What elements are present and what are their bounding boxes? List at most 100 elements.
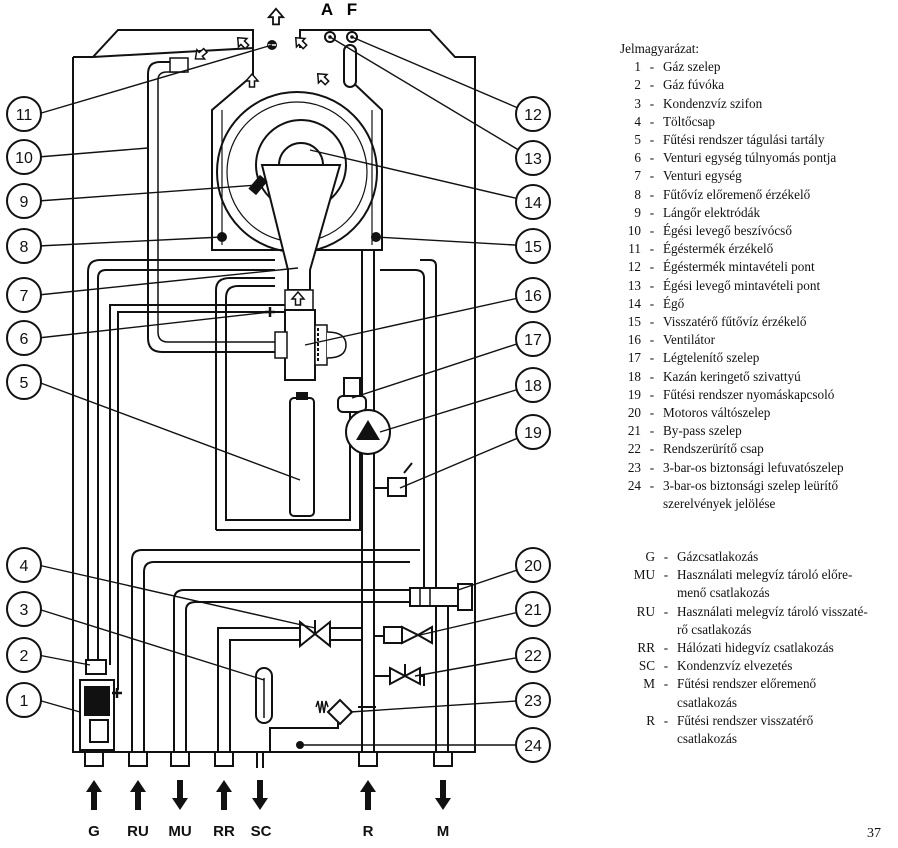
connection-text: Fűtési rendszer előremenő csatlakozás (677, 675, 898, 711)
legend-item-line: Lángőr elektródák (663, 204, 761, 220)
callout-15: 15 (524, 239, 542, 256)
legend-item-text: Légtelenítő szelep (663, 349, 898, 367)
fan (284, 309, 316, 381)
legend-item: 19-Fűtési rendszer nyomáskapcsoló (614, 386, 898, 404)
connection-code: MU (633, 567, 655, 583)
connection-line: Gázcsatlakozás (677, 549, 759, 564)
legend-item-text: Rendszerürítő csap (663, 440, 898, 458)
legend-item: 10-Égési levegő beszívócső (614, 222, 898, 240)
legend-item-text: Kondenzvíz szifon (663, 95, 898, 113)
legend-item-number: 5 (634, 132, 641, 148)
connection-code: M (643, 676, 655, 692)
legend-item: 4-Töltőcsap (614, 113, 898, 131)
connection-text: Használati melegvíz tároló előre-menő cs… (677, 566, 898, 602)
callout-12: 12 (524, 107, 542, 124)
legend-item-line: 3-bar-os biztonsági szelep leürítő (663, 477, 839, 493)
leader-lines (37, 36, 533, 746)
legend-item: 16-Ventilátor (614, 331, 898, 349)
callout-20: 20 (524, 558, 542, 575)
legend-item-number: 23 (627, 459, 641, 475)
callout-24: 24 (524, 738, 542, 755)
conn-label-rr: RR (213, 823, 235, 840)
connection-line: Fűtési rendszer előremenő (677, 676, 817, 692)
legend-dash: - (649, 204, 655, 220)
legend-item-line: Fűtési rendszer nyomáskapcsoló (663, 386, 835, 402)
connection-dash: - (663, 676, 669, 692)
connection-line2: csatlakozás (677, 694, 738, 710)
legend-item: 22-Rendszerürítő csap (614, 440, 898, 458)
legend-dash: - (649, 350, 655, 366)
connection-dash: - (663, 567, 669, 583)
connection-text: Használati melegvíz tároló visszaté-rő c… (677, 603, 898, 639)
callout-16: 16 (524, 288, 542, 305)
connection-line2: menő csatlakozás (677, 585, 770, 601)
legend-item-number: 9 (634, 204, 641, 220)
legend-item-number: 21 (627, 423, 641, 439)
top-label-f: F (347, 0, 357, 19)
legend-item: 5-Fűtési rendszer tágulási tartály (614, 131, 898, 149)
legend-dash: - (649, 77, 655, 93)
legend-item: 1-Gáz szelep (614, 58, 898, 76)
safety-valve (315, 698, 354, 726)
conn-label-r: R (363, 823, 374, 840)
connection-arrows (86, 780, 451, 810)
legend-item-text: Töltőcsap (663, 113, 898, 131)
conn-label-ru: RU (127, 823, 149, 840)
legend-item: 21- By-pass szelep (614, 422, 898, 440)
legend-dash: - (649, 423, 655, 439)
legend-item: 12-Égéstermék mintavételi pont (614, 258, 898, 276)
drain-valve (389, 664, 425, 686)
legend-dash: - (649, 368, 655, 384)
legend-item-number: 13 (627, 277, 641, 293)
legend-item-text: Ventilátor (663, 331, 898, 349)
connection-line: Kondenzvíz elvezetés (677, 658, 793, 674)
legend-dash: - (649, 113, 655, 129)
callout-4: 4 (20, 558, 29, 575)
legend-item: 17-Légtelenítő szelep (614, 349, 898, 367)
legend-item-number: 6 (634, 150, 641, 166)
legend-item-text: Égő (663, 295, 898, 313)
callout-9: 9 (20, 194, 29, 211)
callout-7: 7 (20, 288, 29, 305)
connection-code: RR (637, 640, 655, 656)
legend-item-text: Égési levegő beszívócső (663, 222, 898, 240)
legend-dash: - (649, 459, 655, 475)
legend-item: 9-Lángőr elektródák (614, 204, 898, 222)
legend-item-line: Fűtővíz előremenő érzékelő (663, 186, 811, 202)
legend-item-text: Égéstermék érzékelő (663, 240, 898, 258)
legend-dash: - (649, 441, 655, 457)
legend-item-number: 24 (627, 477, 641, 493)
callout-13: 13 (524, 151, 542, 168)
legend-item: 13-Égési levegő mintavételi pont (614, 277, 898, 295)
legend-dash: - (649, 59, 655, 75)
gas-nozzle (85, 659, 107, 675)
legend-dash: - (649, 314, 655, 330)
connection-dash: - (663, 658, 669, 674)
legend-item-number: 4 (634, 113, 641, 129)
callout-8: 8 (20, 239, 29, 256)
connection-code: R (646, 712, 655, 728)
callout-6: 6 (20, 331, 29, 348)
legend-dash: - (649, 150, 655, 166)
connection-dash: - (663, 640, 669, 656)
callout-3: 3 (20, 602, 29, 619)
legend-dash: - (649, 295, 655, 311)
legend-item-line: Töltőcsap (663, 113, 716, 129)
legend-dash: - (649, 241, 655, 257)
connection-dash: - (663, 712, 669, 728)
callout-23: 23 (524, 693, 542, 710)
callout-17: 17 (524, 332, 542, 349)
legend-item-number: 20 (627, 405, 641, 421)
callout-18: 18 (524, 378, 542, 395)
legend-item-line: Égési levegő beszívócső (663, 223, 792, 239)
conn-label-g: G (88, 823, 100, 840)
callout-2: 2 (20, 648, 29, 665)
legend-item-line: Gáz szelep (663, 59, 721, 75)
callout-10: 10 (15, 150, 33, 167)
connection-code: G (645, 549, 655, 564)
legend-item: 3-Kondenzvíz szifon (614, 95, 898, 113)
legend-dash: - (649, 277, 655, 293)
connection-line: Hálózati hidegvíz csatlakozás (677, 640, 834, 656)
legend-item-line: Visszatérő fűtővíz érzékelő (663, 314, 807, 330)
